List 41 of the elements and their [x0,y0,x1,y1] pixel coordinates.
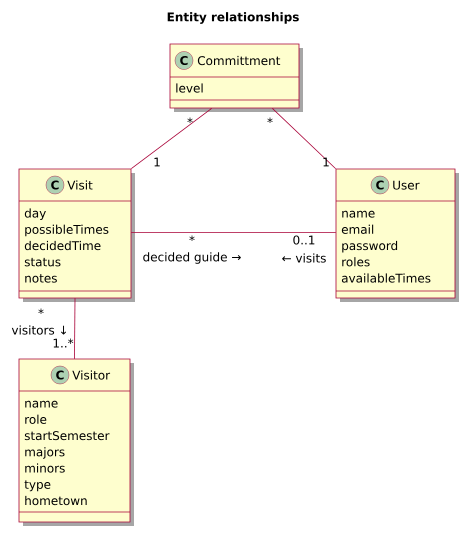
multiplicity: 1..* [54,338,74,348]
association-label: ← visits [282,253,326,263]
attribute: possibleTimes [25,224,108,236]
attribute: name [25,400,58,408]
class-box [170,44,303,112]
multiplicity: 1 [154,158,160,166]
class-name: User [393,180,420,190]
association-line [131,232,336,233]
attribute: name [342,210,375,218]
association-line [131,108,212,169]
attribute: email [342,224,374,234]
multiplicity: 1 [324,158,329,166]
class-name: Visit [67,180,92,190]
multiplicity: 0..1 [293,235,314,245]
association-label: visitors ↓ [12,325,66,335]
title: Entity relationships [168,12,299,24]
attribute: type [24,480,50,492]
attribute: roles [342,257,370,266]
class-box [336,168,459,302]
attribute: majors [25,447,65,459]
attribute: availableTimes [342,273,430,283]
multiplicity: * [267,118,273,124]
attribute: role [25,414,46,424]
attribute: hometown [25,496,87,506]
attribute: minors [25,463,65,473]
multiplicity: * [187,118,193,124]
class-name: Visitor [72,370,110,380]
association-label: decided guide → [143,252,241,264]
association-line [74,298,76,359]
attribute: startSemester [24,431,110,440]
multiplicity: * [189,236,195,242]
class-box [18,358,134,526]
attribute: password [342,240,398,252]
attribute: status [24,258,60,266]
class-name: Committment [198,56,280,66]
class-box [18,168,135,302]
association-line [272,108,336,169]
attribute: notes [25,274,57,283]
attribute: level [176,83,203,93]
attribute: day [24,208,46,220]
attribute: decidedTime [24,240,100,250]
